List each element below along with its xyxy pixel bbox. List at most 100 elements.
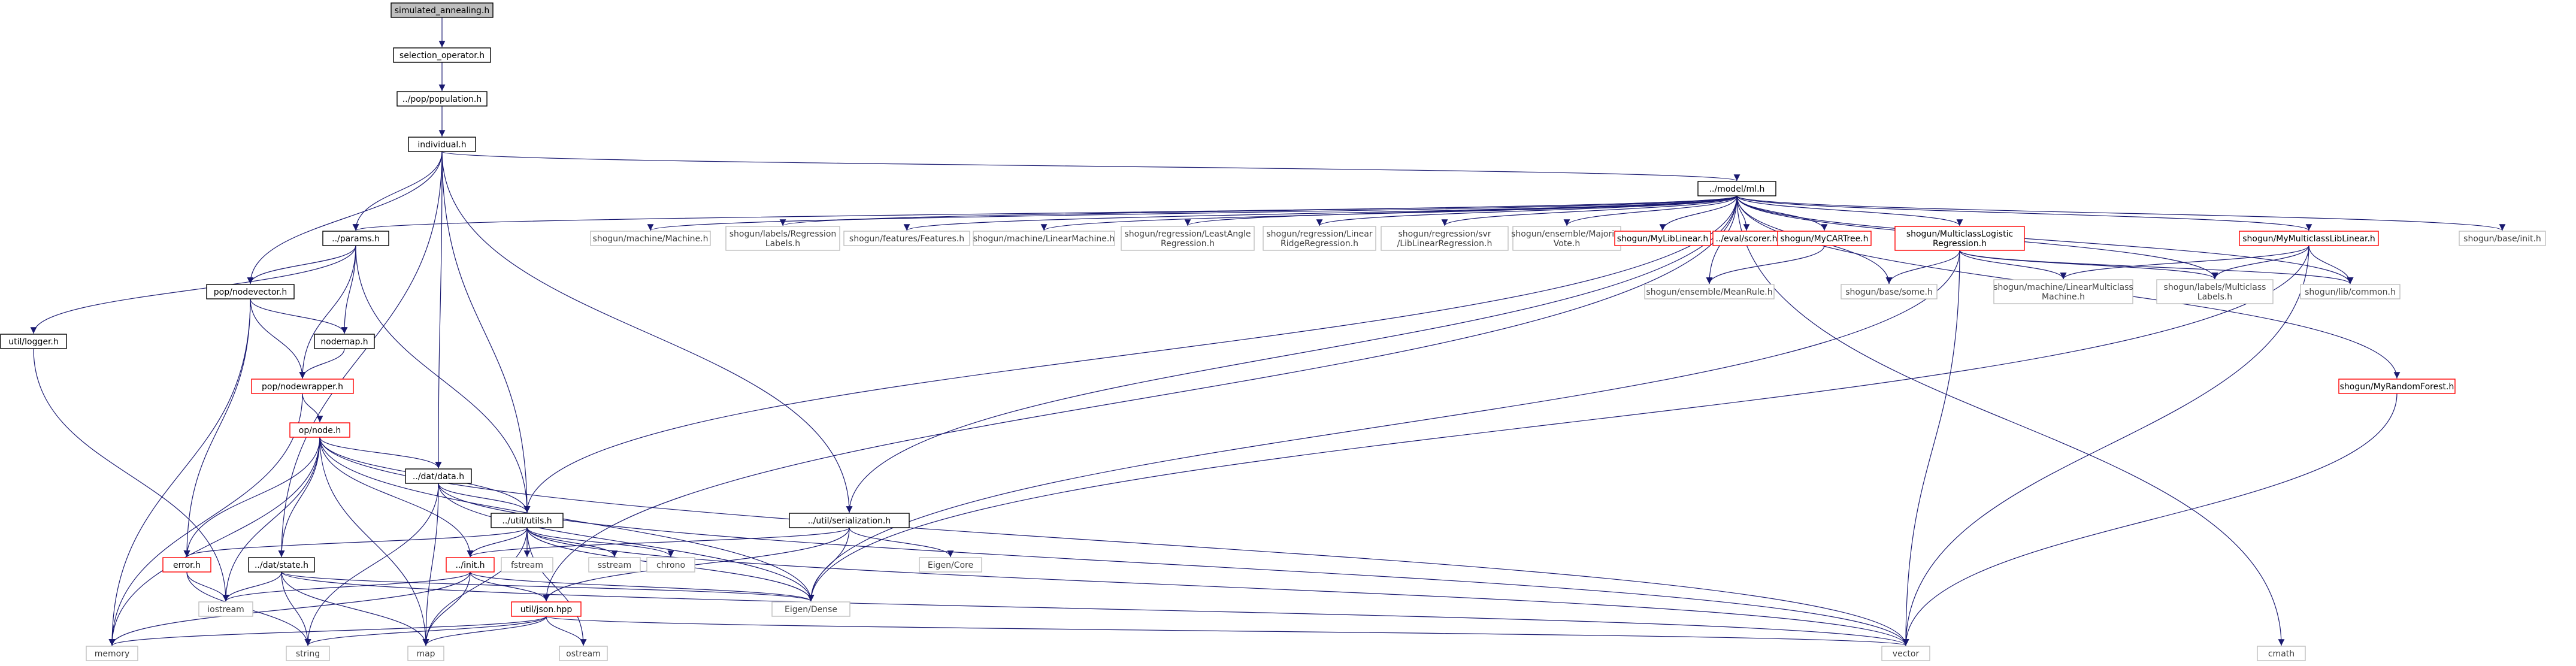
node-util-utils[interactable]: ../util/utils.h [491, 513, 564, 528]
node-label: Labels.h [765, 239, 800, 249]
edge-line [2308, 245, 2354, 284]
node-map[interactable]: map [407, 646, 444, 661]
node-sg-svr[interactable]: shogun/regression/svr/LibLinearRegressio… [1381, 226, 1509, 251]
node-label: ../dat/state.h [255, 561, 308, 570]
node-model-ml[interactable]: ../model/ml.h [1697, 181, 1776, 196]
node-sg-base-init[interactable]: shogun/base/init.h [2459, 231, 2546, 246]
node-fstream[interactable]: fstream [501, 557, 553, 573]
node-dat-state[interactable]: ../dat/state.h [248, 557, 315, 573]
node-eigen-core[interactable]: Eigen/Core [919, 557, 982, 573]
edge-sg_mymclib-to-vector [1902, 245, 2309, 646]
edge-line [422, 616, 547, 646]
node-memory[interactable]: memory [86, 646, 138, 661]
edge-line [281, 571, 429, 646]
edge-line [526, 527, 1909, 646]
edge-params-to-nodewrapper [299, 245, 356, 379]
node-sg-mycart[interactable]: shogun/MyCARTree.h [1777, 231, 1872, 246]
edge-params-to-util_utils [355, 245, 531, 513]
node-box [588, 557, 641, 573]
node-chrono[interactable]: chrono [646, 557, 695, 573]
edge-params-to-nodemap [341, 245, 356, 334]
node-individual[interactable]: individual.h [408, 137, 476, 152]
node-sg-features[interactable]: shogun/features/Features.h [843, 231, 970, 246]
edge-line [1959, 250, 2354, 284]
edge-op_node-to-init [319, 437, 474, 558]
node-nodevector[interactable]: pop/nodevector.h [206, 284, 295, 299]
node-sg-mymclib[interactable]: shogun/MyMulticlassLibLinear.h [2239, 231, 2379, 246]
node-cmath[interactable]: cmath [2257, 646, 2306, 661]
node-sg-meanrule[interactable]: shogun/ensemble/MeanRule.h [1644, 284, 1775, 299]
node-serialization[interactable]: ../util/serialization.h [789, 513, 910, 528]
edge-dat_state-to-map [281, 571, 429, 646]
node-label: /LibLinearRegression.h [1397, 239, 1493, 249]
node-dat-data[interactable]: ../dat/data.h [405, 468, 472, 484]
node-op-node[interactable]: op/node.h [289, 422, 350, 438]
edge-sg_mymclib-to-eigen_dense [807, 245, 2309, 602]
node-nodemap[interactable]: nodemap.h [314, 334, 375, 349]
edge-line [108, 571, 471, 646]
node-json[interactable]: util/json.hpp [511, 601, 582, 617]
edge-line [304, 616, 547, 646]
node-box [2156, 279, 2274, 304]
node-label: shogun/regression/Linear [1266, 229, 1372, 239]
node-vector[interactable]: vector [1881, 646, 1930, 661]
node-box [1841, 284, 1938, 299]
edge-line [1959, 250, 2067, 280]
node-eigen-dense[interactable]: Eigen/Dense [771, 601, 850, 617]
node-string[interactable]: string [286, 646, 330, 661]
edge-op_node-to-memory [108, 437, 320, 646]
edges-layer [30, 17, 2505, 646]
edge-sg_mclogreg-to-eigen_dense [807, 250, 1960, 602]
node-sg-machine[interactable]: shogun/machine/Machine.h [590, 231, 711, 246]
node-ostream[interactable]: ostream [559, 646, 608, 661]
edge-line [1184, 195, 1737, 226]
edge-model_ml-to-json [543, 195, 1737, 602]
edge-individual-to-params [352, 151, 443, 231]
edge-line [222, 571, 471, 602]
node-sg-common[interactable]: shogun/lib/common.h [2300, 284, 2401, 299]
node-box [1894, 226, 2025, 251]
node-sg-lrr[interactable]: shogun/regression/LinearRidgeRegression.… [1263, 226, 1376, 251]
node-box [771, 601, 850, 617]
node-logger[interactable]: util/logger.h [0, 334, 67, 349]
node-box [2338, 379, 2456, 394]
node-iostream[interactable]: iostream [198, 601, 253, 617]
edge-dat_state-to-vector [281, 571, 1909, 646]
node-label: ../pop/population.h [402, 95, 482, 104]
edge-nodewrapper-to-memory [108, 393, 303, 646]
node-sstream[interactable]: sstream [588, 557, 641, 573]
edge-line [1902, 393, 2398, 646]
node-params[interactable]: ../params.h [322, 231, 389, 246]
node-box [248, 557, 315, 573]
node-sg-myrf[interactable]: shogun/MyRandomForest.h [2338, 379, 2456, 394]
node-selection-operator[interactable]: selection_operator.h [393, 47, 491, 63]
node-label: shogun/base/init.h [2463, 234, 2541, 244]
edge-individual-to-nodevector [247, 151, 443, 284]
node-sg-mylib[interactable]: shogun/MyLibLinear.h [1614, 231, 1711, 246]
node-pop-population[interactable]: ../pop/population.h [396, 91, 488, 107]
edge-init-to-eigen_dense [470, 571, 815, 602]
edge-line [281, 571, 815, 602]
edge-line [526, 527, 618, 558]
edge-model_ml-to-params [353, 195, 1737, 231]
edge-nodevector-to-nodewrapper [250, 298, 306, 379]
node-simulated-annealing: simulated_annealing.h [391, 2, 494, 18]
node-sg-some[interactable]: shogun/base/some.h [1841, 284, 1938, 299]
edge-dat_state-to-string [281, 571, 311, 646]
edge-sg_mclogreg-to-sg_lmm [1959, 250, 2067, 280]
node-label: util/json.hpp [520, 605, 573, 614]
node-label: op/node.h [299, 426, 341, 435]
node-init[interactable]: ../init.h [446, 557, 495, 573]
node-error[interactable]: error.h [162, 557, 211, 573]
edge-line [1902, 245, 2309, 646]
node-nodewrapper[interactable]: pop/nodewrapper.h [251, 379, 354, 394]
node-eval-scorer[interactable]: ../eval/scorer.h [1712, 231, 1781, 246]
node-sg-linear-machine[interactable]: shogun/machine/LinearMachine.h [973, 231, 1115, 246]
